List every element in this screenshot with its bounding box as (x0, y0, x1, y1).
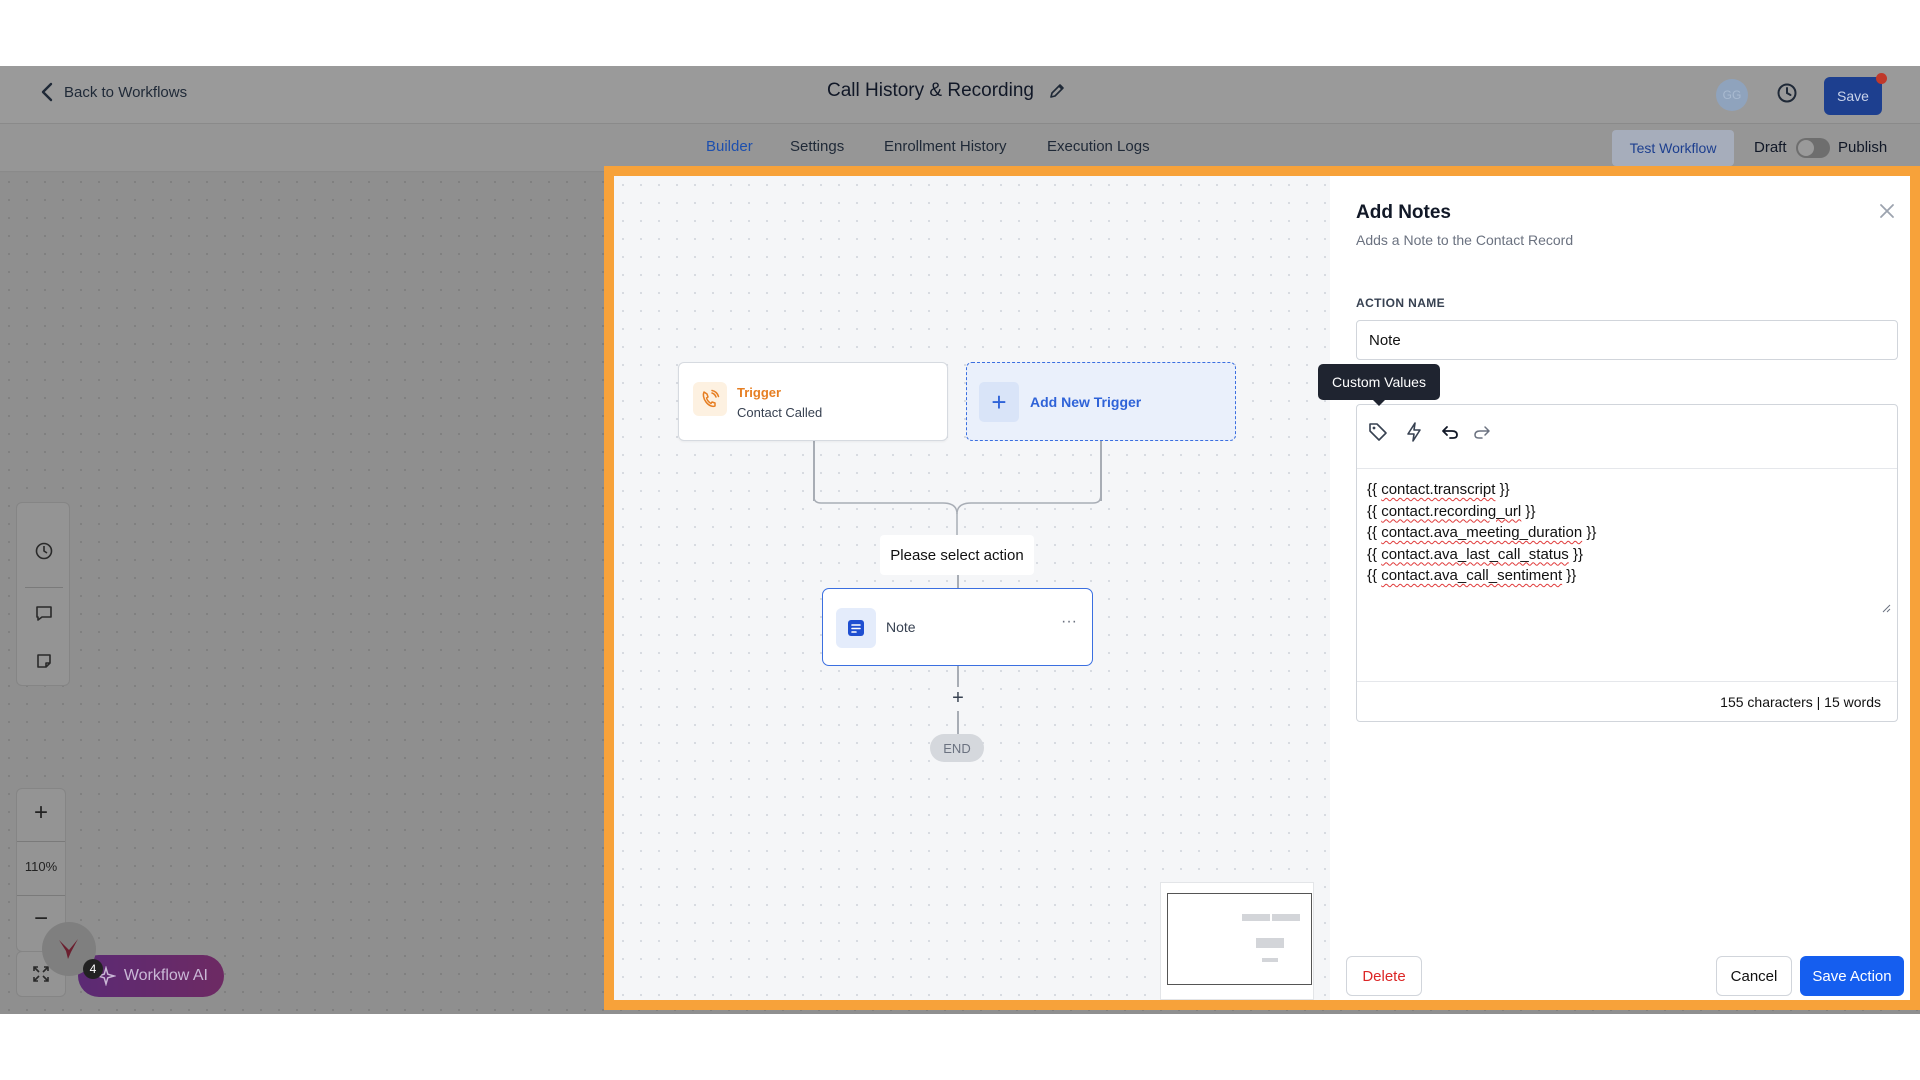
top-bar: Back to Workflows Call History & Recordi… (0, 66, 1920, 124)
note-line: {{ contact.ava_last_call_status }} (1367, 545, 1583, 563)
save-button[interactable]: Save (1824, 77, 1882, 115)
minimap-viewport (1167, 893, 1312, 985)
tab-execution-logs[interactable]: Execution Logs (1047, 138, 1150, 155)
resize-handle-icon[interactable] (1881, 603, 1891, 613)
editor-toolbar (1357, 405, 1897, 469)
chevron-left-icon (41, 82, 53, 102)
avatar-initials: GG (1722, 88, 1742, 102)
undo-icon[interactable] (1439, 421, 1461, 443)
pencil-icon[interactable] (1048, 82, 1066, 100)
publish-toggle[interactable] (1796, 138, 1830, 158)
action-name-label: ACTION NAME (1356, 296, 1446, 310)
publish-label: Publish (1838, 139, 1888, 156)
character-count: 155 characters | 15 words (1357, 681, 1897, 721)
connector-line (813, 441, 815, 501)
history-icon[interactable] (1775, 81, 1799, 105)
custom-values-tooltip: Custom Values (1318, 364, 1440, 406)
comment-icon[interactable] (34, 603, 54, 623)
action-name-input[interactable]: Note (1356, 320, 1898, 360)
select-action-prompt[interactable]: Please select action (880, 535, 1034, 575)
add-step-button[interactable]: + (943, 687, 973, 711)
note-line: {{ contact.ava_meeting_duration }} (1367, 524, 1597, 541)
workflow-title-text: Call History & Recording (827, 80, 1034, 101)
zoom-level: 110% (24, 859, 58, 874)
note-editor: {{ contact.transcript }} {{ contact.reco… (1356, 404, 1898, 722)
tab-enrollment-history[interactable]: Enrollment History (884, 138, 1007, 155)
test-workflow-button[interactable]: Test Workflow (1612, 130, 1734, 166)
trigger-icon-box (693, 382, 727, 416)
note-textarea[interactable]: {{ contact.transcript }} {{ contact.reco… (1367, 479, 1596, 587)
connector-merge (813, 494, 1102, 536)
panel-title: Add Notes (1356, 202, 1451, 223)
back-to-workflows-link[interactable]: Back to Workflows (40, 82, 187, 102)
connector-line (957, 575, 959, 588)
end-node: END (930, 734, 984, 762)
note-action-node[interactable]: Note ··· (822, 588, 1093, 666)
delete-button[interactable]: Delete (1346, 956, 1422, 996)
tag-icon[interactable] (1367, 421, 1389, 443)
workflow-title: Call History & Recording (827, 80, 1066, 102)
note-node-label: Note (886, 619, 916, 635)
save-action-button[interactable]: Save Action (1800, 956, 1904, 996)
note-icon-box (836, 608, 876, 648)
trigger-node[interactable]: Trigger Contact Called (678, 362, 948, 441)
zoom-out-button[interactable]: − (33, 905, 48, 932)
back-label: Back to Workflows (64, 83, 188, 101)
connector-line (1100, 441, 1102, 501)
cancel-button[interactable]: Cancel (1716, 956, 1792, 996)
close-icon[interactable] (1878, 202, 1896, 220)
workflow-ai-button[interactable]: Workflow AI (78, 955, 224, 997)
add-notes-panel: Add Notes Adds a Note to the Contact Rec… (1330, 176, 1910, 1000)
minimap-node (1262, 958, 1278, 962)
sparkle-icon (95, 966, 116, 986)
lightning-icon[interactable] (1403, 421, 1425, 443)
minimap-node (1272, 914, 1300, 921)
minimap[interactable] (1160, 882, 1314, 1000)
unsaved-indicator-dot (1876, 73, 1887, 84)
tab-settings[interactable]: Settings (790, 138, 845, 155)
plus-icon: + (979, 382, 1019, 422)
more-options-icon[interactable]: ··· (1061, 613, 1077, 630)
bird-logo-icon (59, 939, 78, 959)
history-icon[interactable] (34, 541, 54, 561)
zoom-divider (17, 895, 65, 896)
note-icon (848, 620, 864, 636)
canvas-side-toolbar (16, 502, 70, 686)
minimap-node (1256, 938, 1284, 948)
sticky-note-icon[interactable] (34, 651, 54, 671)
trigger-title: Trigger (737, 385, 782, 400)
tab-builder[interactable]: Builder (706, 138, 753, 155)
panel-subtitle: Adds a Note to the Contact Record (1356, 232, 1574, 248)
draft-label: Draft (1754, 139, 1787, 156)
workflow-ai-label: Workflow AI (123, 967, 208, 984)
phone-ringing-icon (702, 389, 720, 408)
avatar[interactable]: GG (1716, 79, 1748, 111)
zoom-divider (17, 841, 65, 842)
note-line: {{ contact.transcript }} (1367, 481, 1510, 498)
workflow-canvas[interactable]: Trigger Contact Called + Add New Trigger… (614, 176, 1330, 1000)
sub-nav-bar (0, 124, 1920, 172)
toolbar-divider (25, 587, 63, 588)
redo-icon[interactable] (1471, 421, 1493, 443)
notification-badge: 4 (83, 959, 103, 979)
note-line: {{ contact.recording_url }} (1367, 502, 1536, 520)
note-line: {{ contact.ava_call_sentiment }} (1367, 567, 1577, 584)
zoom-in-button[interactable]: + (33, 799, 48, 826)
trigger-subtitle: Contact Called (737, 405, 823, 420)
add-new-trigger-button[interactable]: + Add New Trigger (966, 362, 1236, 441)
add-trigger-label: Add New Trigger (1030, 394, 1142, 410)
minimap-node (1242, 914, 1270, 921)
